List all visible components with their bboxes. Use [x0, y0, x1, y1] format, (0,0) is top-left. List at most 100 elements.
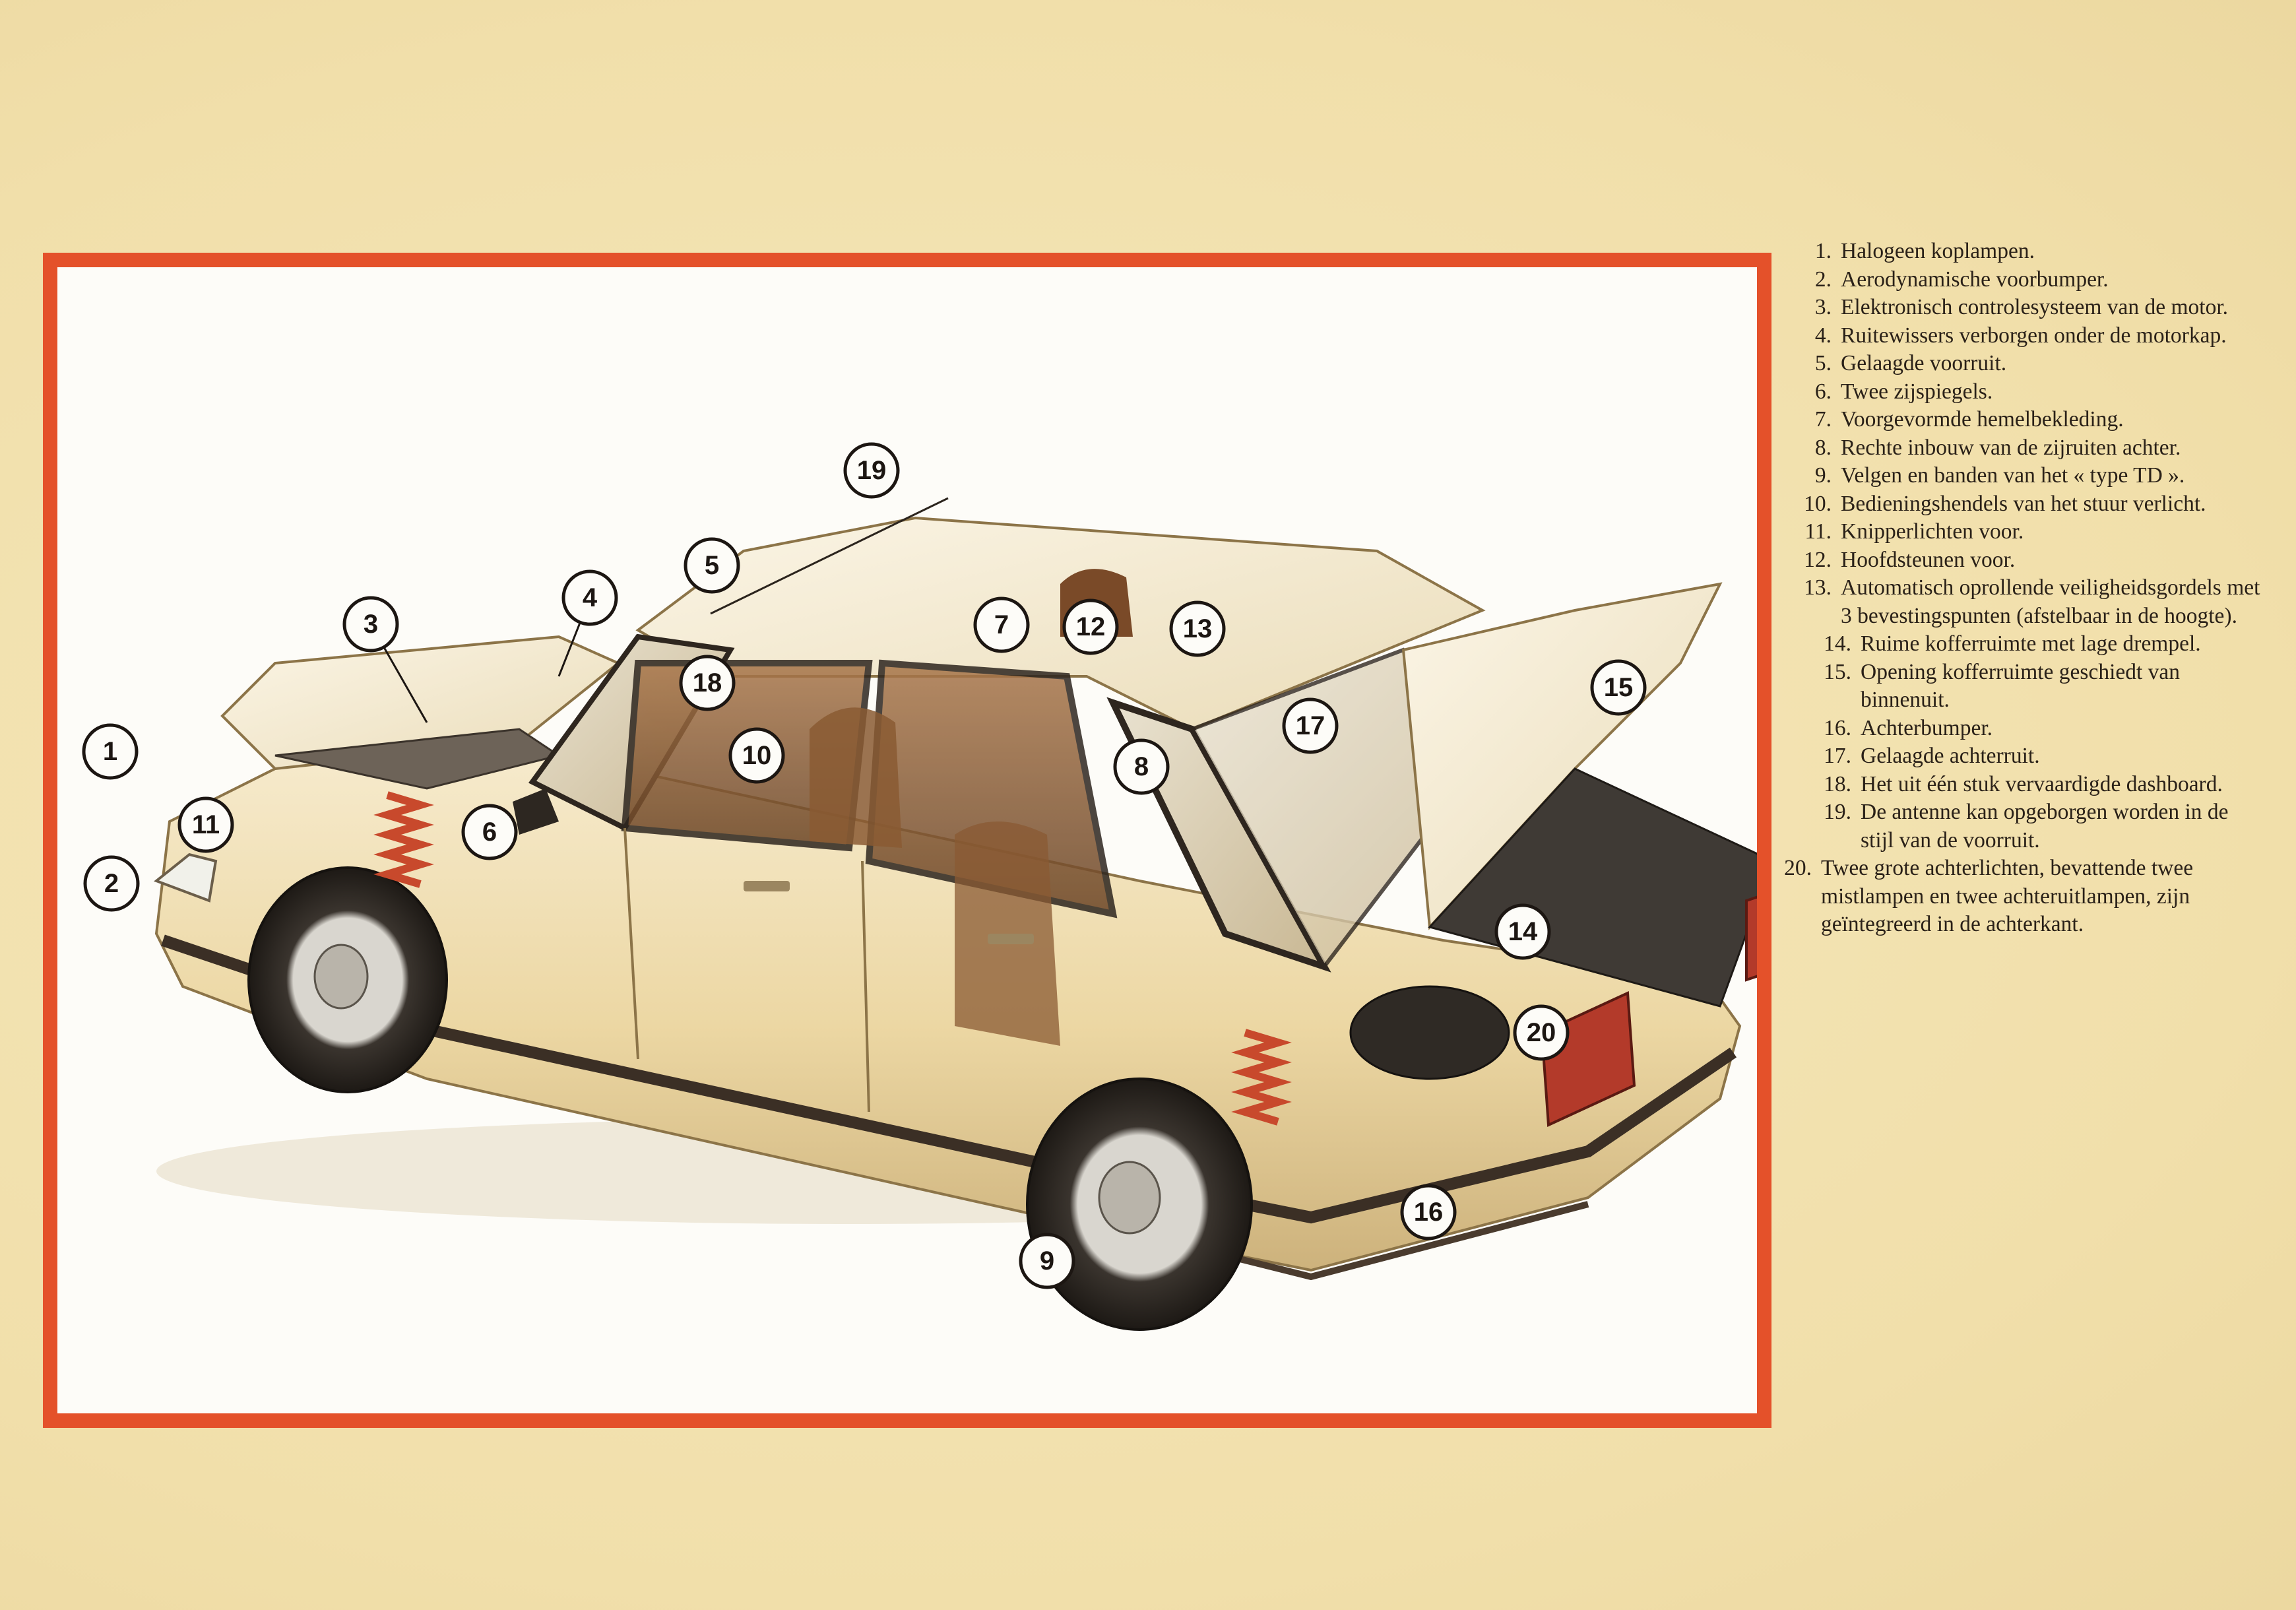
legend-text: Velgen en banden van het « type TD ». [1841, 463, 2185, 488]
legend-text: Twee grote achterlichten, bevattende twe… [1821, 856, 2194, 936]
legend-text: Halogeen koplampen. [1841, 239, 2035, 263]
legend-text: Ruitewissers verborgen onder de motorkap… [1841, 323, 2227, 348]
legend-number: 2. [1814, 267, 1832, 292]
svg-text:12: 12 [1076, 612, 1106, 641]
legend-item-3: 3. Elektronisch controlesysteem van de m… [1788, 294, 2263, 322]
callout-1: 1 [82, 723, 139, 780]
door-line-rear [861, 860, 870, 1112]
svg-text:1: 1 [103, 737, 117, 766]
legend-text: Twee zijspiegels. [1841, 379, 1993, 404]
legend-item-8: 8. Rechte inbouw van de zijruiten achter… [1788, 434, 2263, 463]
legend-text: Hoofdsteunen voor. [1841, 547, 2016, 572]
callout-20: 20 [1513, 1004, 1570, 1061]
callout-15: 15 [1590, 659, 1647, 716]
legend-number: 19. [1824, 800, 1851, 824]
legend-text: Opening kofferruimte geschiedt van binne… [1861, 659, 2181, 713]
legend-text: Ruime kofferruimte met lage drempel. [1861, 631, 2201, 656]
svg-text:2: 2 [104, 869, 119, 898]
callout-2: 2 [83, 855, 140, 912]
legend-item-19: 19. De antenne kan opgeborgen worden in … [1788, 798, 2263, 854]
legend-number: 15. [1824, 659, 1851, 684]
callout-16: 16 [1400, 1184, 1457, 1240]
svg-text:8: 8 [1134, 752, 1149, 781]
svg-text:13: 13 [1183, 614, 1213, 643]
legend-item-9: 9. Velgen en banden van het « type TD ». [1788, 462, 2263, 490]
legend-number: 9. [1814, 463, 1832, 488]
svg-text:17: 17 [1296, 711, 1325, 740]
legend-item-4: 4. Ruitewissers verborgen onder de motor… [1788, 322, 2263, 350]
legend-number: 12. [1804, 547, 1832, 572]
car-cutaway-illustration: 1 2 3 4 5 6 7 8 9 10 11 12 [82, 442, 1757, 1331]
svg-text:7: 7 [994, 610, 1009, 639]
legend-number: 18. [1824, 771, 1851, 796]
svg-text:6: 6 [482, 818, 497, 847]
legend-item-1: 1. Halogeen koplampen. [1788, 238, 2263, 266]
legend-number: 5. [1814, 351, 1832, 375]
callout-17: 17 [1282, 697, 1339, 754]
legend-number: 17. [1824, 744, 1851, 768]
illustration-frame: 1 2 3 4 5 6 7 8 9 10 11 12 [43, 253, 1771, 1428]
callout-18: 18 [679, 655, 736, 711]
legend-number: 4. [1814, 323, 1832, 348]
legend-number: 6. [1814, 379, 1832, 404]
svg-text:15: 15 [1604, 673, 1634, 702]
legend-number: 11. [1804, 519, 1832, 544]
legend-item-13: 13. Automatisch oprollende veiligheidsgo… [1788, 574, 2263, 630]
callout-19: 19 [843, 442, 900, 499]
legend-item-10: 10. Bedieningshendels van het stuur verl… [1788, 490, 2263, 519]
rear-hub [1098, 1161, 1161, 1235]
legend-item-7: 7. Voorgevormde hemelbekleding. [1788, 406, 2263, 434]
legend-text: Bedieningshendels van het stuur verlicht… [1841, 491, 2206, 516]
legend-number: 13. [1804, 575, 1832, 600]
legend-text: Elektronisch controlesysteem van de moto… [1841, 295, 2229, 319]
svg-text:11: 11 [192, 810, 220, 839]
legend-text: Gelaagde voorruit. [1841, 351, 2007, 375]
svg-text:14: 14 [1508, 917, 1538, 946]
callout-13: 13 [1169, 600, 1226, 657]
svg-text:9: 9 [1040, 1246, 1054, 1275]
door-handle-rear [988, 934, 1034, 944]
svg-text:16: 16 [1414, 1198, 1444, 1227]
callout-14: 14 [1494, 903, 1551, 960]
legend-text: Automatisch oprollende veiligheidsgordel… [1841, 575, 2260, 628]
legend-text: De antenne kan opgeborgen worden in de s… [1861, 800, 2229, 853]
spare-wheel [1349, 985, 1510, 1080]
antenna [710, 497, 949, 615]
legend-item-5: 5. Gelaagde voorruit. [1788, 350, 2263, 378]
callout-11: 11 [177, 796, 234, 853]
legend-number: 16. [1824, 715, 1851, 740]
svg-text:20: 20 [1527, 1018, 1556, 1047]
legend-list: 1. Halogeen koplampen. 2. Aerodynamische… [1784, 238, 2263, 939]
callout-7: 7 [973, 596, 1030, 653]
legend-text: Aerodynamische voorbumper. [1841, 267, 2109, 292]
legend-item-6: 6. Twee zijspiegels. [1788, 378, 2263, 406]
legend-text: Knipperlichten voor. [1841, 519, 2024, 544]
callout-12: 12 [1062, 598, 1119, 655]
legend-number: 20. [1784, 856, 1812, 880]
door-line-front [623, 827, 639, 1060]
legend-number: 1. [1814, 239, 1832, 263]
legend-item-15: 15. Opening kofferruimte geschiedt van b… [1788, 659, 2263, 715]
legend-text: Gelaagde achterruit. [1861, 744, 2040, 768]
callout-10: 10 [728, 727, 785, 784]
legend-item-18: 18. Het uit één stuk vervaardigde dashbo… [1788, 771, 2263, 799]
callout-4: 4 [561, 569, 618, 626]
svg-text:3: 3 [364, 610, 378, 639]
legend-item-12: 12. Hoofdsteunen voor. [1788, 546, 2263, 575]
legend-item-20: 20. Twee grote achterlichten, bevattende… [1768, 854, 2263, 939]
legend-number: 3. [1814, 295, 1832, 319]
legend-number: 14. [1824, 631, 1851, 656]
svg-text:18: 18 [693, 668, 722, 697]
legend-item-14: 14. Ruime kofferruimte met lage drempel. [1788, 630, 2263, 659]
legend-item-17: 17. Gelaagde achterruit. [1788, 742, 2263, 771]
legend-number: 7. [1814, 407, 1832, 432]
legend-number: 8. [1814, 435, 1832, 460]
svg-text:19: 19 [857, 456, 887, 485]
legend-text: Voorgevormde hemelbekleding. [1841, 407, 2124, 432]
headlamp [154, 853, 218, 903]
callout-3: 3 [342, 596, 399, 653]
front-hub [313, 944, 369, 1010]
svg-text:5: 5 [705, 551, 719, 580]
callout-8: 8 [1113, 738, 1170, 795]
